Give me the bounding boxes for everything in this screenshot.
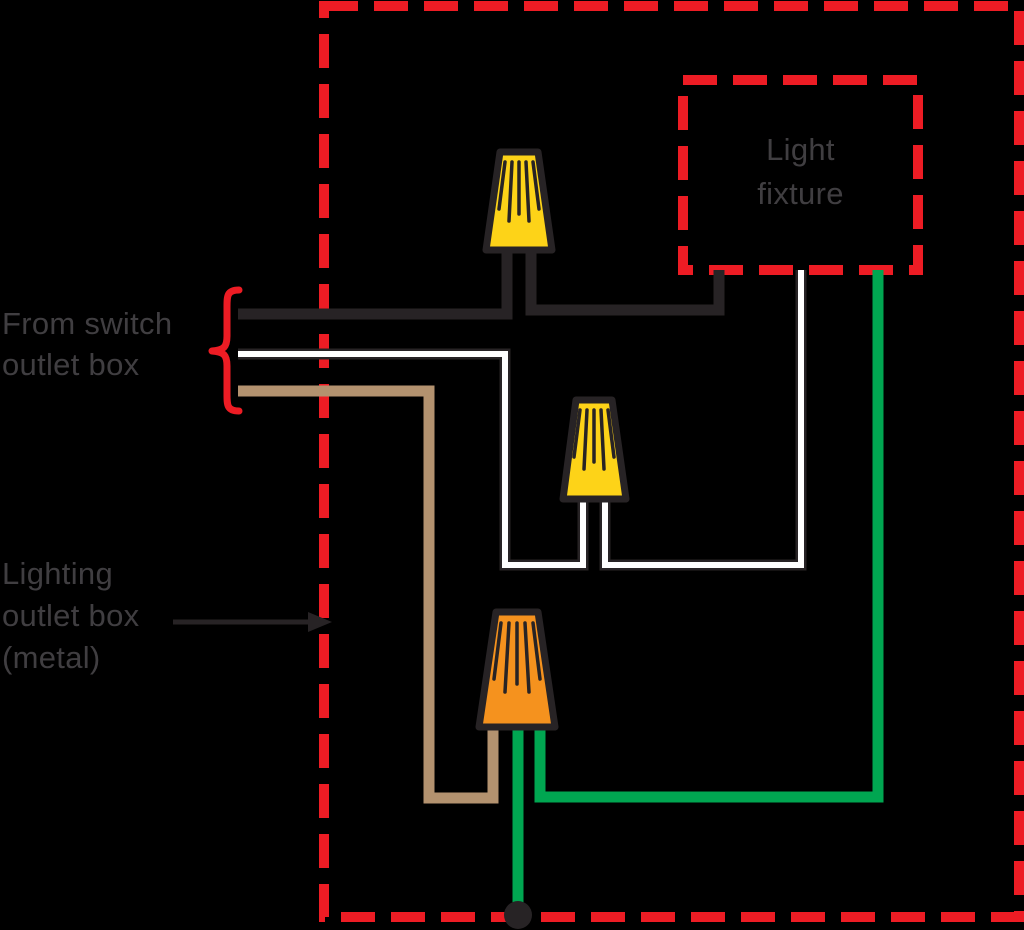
lighting-label-line3: (metal): [2, 640, 101, 675]
wire-nut-ridges: [497, 160, 541, 223]
light-fixture-box-outline: [678, 75, 923, 275]
light-fixture-label-line1: Light: [766, 132, 835, 167]
wire-nut-ridges: [492, 621, 542, 694]
black-hot-wire-to-fixture: [525, 246, 725, 316]
lighting-label-line1: Lighting: [2, 556, 113, 591]
green-ground-wire-to-fixture: [534, 270, 884, 803]
white-neutral-wire-from-switch: [238, 348, 589, 571]
wire-connector-yellow-middle: [559, 396, 630, 503]
wire-connector-orange-bottom: [475, 608, 559, 731]
from-switch-label: From switch outlet box: [2, 303, 172, 385]
lighting-label-line2: outlet box: [2, 598, 140, 633]
lighting-outlet-box-label: Lighting outlet box (metal): [2, 553, 139, 679]
wire-nut-ridges: [572, 408, 616, 471]
bare-ground-wire-from-switch: [238, 385, 499, 804]
light-fixture-label-line2: fixture: [757, 176, 844, 211]
ground-connection-dot: [504, 901, 532, 929]
black-hot-wire-from-switch: [238, 246, 513, 320]
pointer-arrow: [173, 612, 332, 632]
arrow-head: [308, 612, 332, 632]
light-fixture-label: Light fixture: [683, 128, 918, 216]
from-switch-label-line2: outlet box: [2, 347, 140, 382]
wire-connector-yellow-top: [482, 148, 556, 254]
cable-brace: [208, 286, 243, 415]
from-switch-label-line1: From switch: [2, 306, 173, 341]
lighting-outlet-box-outline: [319, 1, 1024, 922]
wires: [238, 246, 884, 910]
white-neutral-wire-to-fixture: [599, 270, 807, 571]
